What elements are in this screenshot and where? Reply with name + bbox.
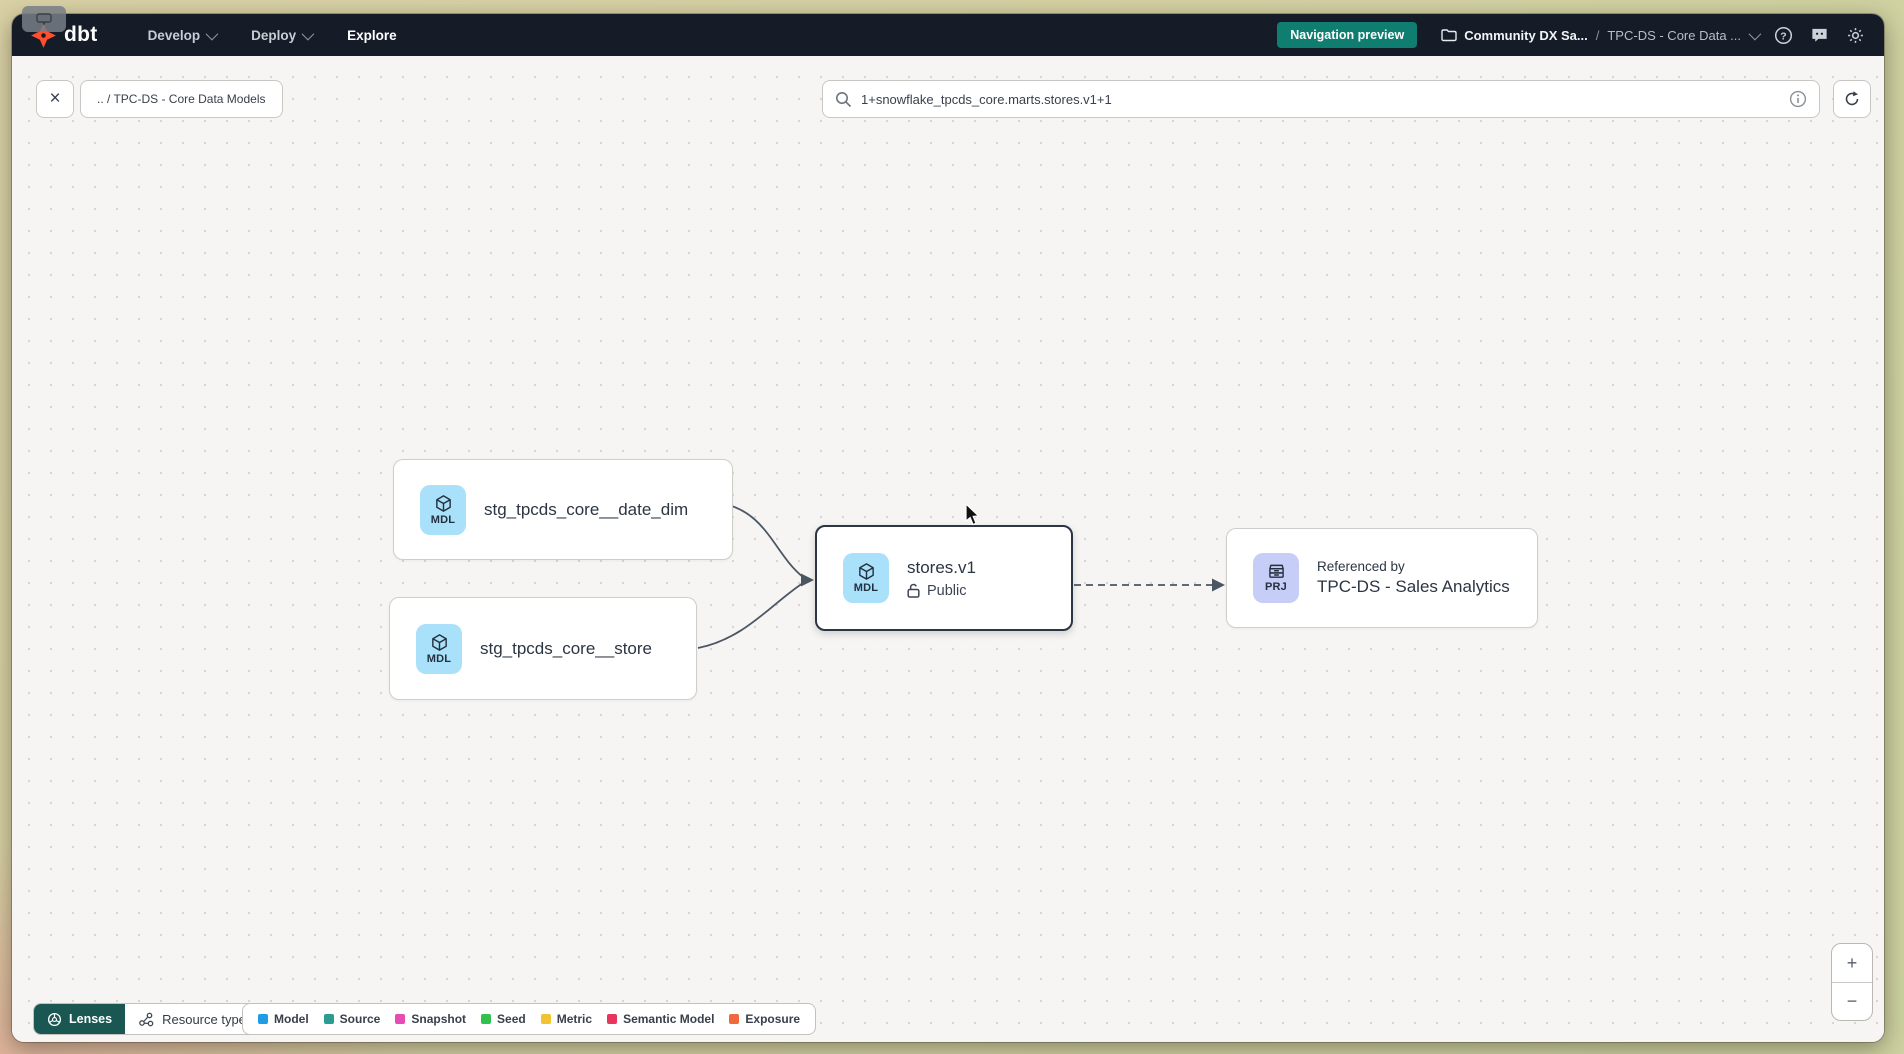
settings-gear-icon[interactable] bbox=[1844, 24, 1866, 46]
legend-source: Source bbox=[323, 1012, 380, 1026]
node-referenced-by-sales-analytics[interactable]: PRJ Referenced by TPC-DS - Sales Analyti… bbox=[1226, 528, 1538, 628]
project-resource-icon: PRJ bbox=[1253, 553, 1299, 603]
legend-seed: Seed bbox=[481, 1012, 526, 1026]
breadcrumb-current[interactable]: TPC-DS - Core Data ... bbox=[1607, 27, 1741, 43]
legend-swatch bbox=[395, 1014, 406, 1024]
lenses-control-group: Lenses Resource type bbox=[33, 1003, 277, 1035]
cube-icon bbox=[431, 633, 447, 651]
breadcrumb-project[interactable]: Community DX Sa... bbox=[1441, 28, 1588, 43]
legend-swatch bbox=[540, 1014, 551, 1024]
nav-menu-develop[interactable]: Develop bbox=[134, 27, 230, 43]
node-label: TPC-DS - Sales Analytics bbox=[1317, 577, 1510, 596]
refresh-icon bbox=[1845, 91, 1859, 106]
app-window: dbt Develop Deploy Explore Navigation pr… bbox=[12, 14, 1884, 1042]
resource-type-legend: Model Source Snapshot Seed Metric Semant… bbox=[242, 1003, 817, 1035]
breadcrumb-separator: / bbox=[1595, 27, 1600, 43]
feedback-icon[interactable] bbox=[1808, 24, 1830, 46]
legend-metric: Metric bbox=[540, 1012, 592, 1026]
help-icon[interactable]: ? bbox=[1772, 24, 1794, 46]
node-referenced-by-label: Referenced by bbox=[1317, 559, 1405, 574]
node-access-row: Public bbox=[907, 583, 976, 599]
camera-icon bbox=[36, 13, 52, 25]
close-lineage-button[interactable]: × bbox=[36, 80, 74, 118]
dbt-logo-icon bbox=[31, 22, 56, 48]
resource-type-dropdown[interactable]: Resource type bbox=[125, 1004, 276, 1034]
node-stg-tpcds-core-store[interactable]: MDL stg_tpcds_core__store bbox=[389, 597, 697, 700]
chevron-down-icon[interactable] bbox=[1748, 27, 1762, 40]
node-label: stg_tpcds_core__date_dim bbox=[484, 499, 689, 519]
svg-text:?: ? bbox=[1780, 31, 1786, 42]
mouse-cursor bbox=[965, 503, 980, 526]
topnav-right: Navigation preview Community DX Sa... / … bbox=[1277, 22, 1866, 48]
dbt-logo[interactable]: dbt bbox=[30, 22, 98, 49]
lineage-search-input[interactable] bbox=[861, 91, 1780, 107]
lineage-search-bar bbox=[822, 80, 1820, 118]
breadcrumb: Community DX Sa... / TPC-DS - Core Data … bbox=[1441, 27, 1762, 43]
legend-semantic-model: Semantic Model bbox=[607, 1012, 714, 1026]
zoom-out-button[interactable]: − bbox=[1832, 982, 1872, 1020]
node-stg-tpcds-core-date-dim[interactable]: MDL stg_tpcds_core__date_dim bbox=[393, 459, 733, 560]
zoom-in-button[interactable]: + bbox=[1846, 952, 1858, 973]
info-icon[interactable] bbox=[1789, 90, 1807, 108]
folder-icon bbox=[1441, 29, 1457, 42]
node-stores-v1-selected[interactable]: MDL stores.v1 Public bbox=[815, 525, 1073, 631]
legend-swatch bbox=[323, 1014, 334, 1024]
chevron-down-icon bbox=[205, 27, 219, 40]
legend-swatch bbox=[258, 1014, 268, 1024]
top-navbar: dbt Develop Deploy Explore Navigation pr… bbox=[12, 14, 1884, 56]
model-resource-icon: MDL bbox=[420, 484, 466, 535]
model-resource-icon: MDL bbox=[416, 623, 462, 674]
legend-swatch bbox=[481, 1014, 492, 1024]
refresh-lineage-button[interactable] bbox=[1833, 80, 1871, 118]
cube-icon bbox=[435, 494, 451, 512]
lenses-icon bbox=[47, 1012, 62, 1026]
nav-menu-deploy[interactable]: Deploy bbox=[237, 27, 325, 43]
cube-icon bbox=[858, 563, 874, 580]
model-resource-icon: MDL bbox=[843, 553, 889, 603]
resource-type-icon bbox=[139, 1012, 154, 1026]
lenses-button[interactable]: Lenses bbox=[34, 1004, 126, 1034]
screen-share-indicator bbox=[22, 6, 66, 32]
legend-snapshot: Snapshot bbox=[395, 1012, 466, 1026]
legend-swatch bbox=[607, 1014, 618, 1024]
lineage-canvas[interactable]: × .. / TPC-DS - Core Data Models bbox=[12, 56, 1884, 1042]
node-label: stores.v1 bbox=[907, 557, 976, 577]
project-drawer-icon bbox=[1268, 564, 1284, 578]
zoom-controls: + − bbox=[1831, 943, 1873, 1021]
legend-model: Model bbox=[258, 1012, 309, 1026]
chevron-down-icon bbox=[301, 27, 315, 40]
search-icon bbox=[836, 91, 852, 107]
node-label: stg_tpcds_core__store bbox=[480, 638, 652, 658]
public-unlock-icon bbox=[907, 583, 920, 598]
legend-swatch bbox=[729, 1014, 740, 1024]
navigation-preview-badge[interactable]: Navigation preview bbox=[1277, 22, 1418, 48]
logo-text: dbt bbox=[64, 23, 98, 46]
lineage-breadcrumb-chip[interactable]: .. / TPC-DS - Core Data Models bbox=[80, 80, 283, 118]
legend-exposure: Exposure bbox=[729, 1012, 800, 1026]
nav-menu-explore[interactable]: Explore bbox=[347, 27, 397, 43]
